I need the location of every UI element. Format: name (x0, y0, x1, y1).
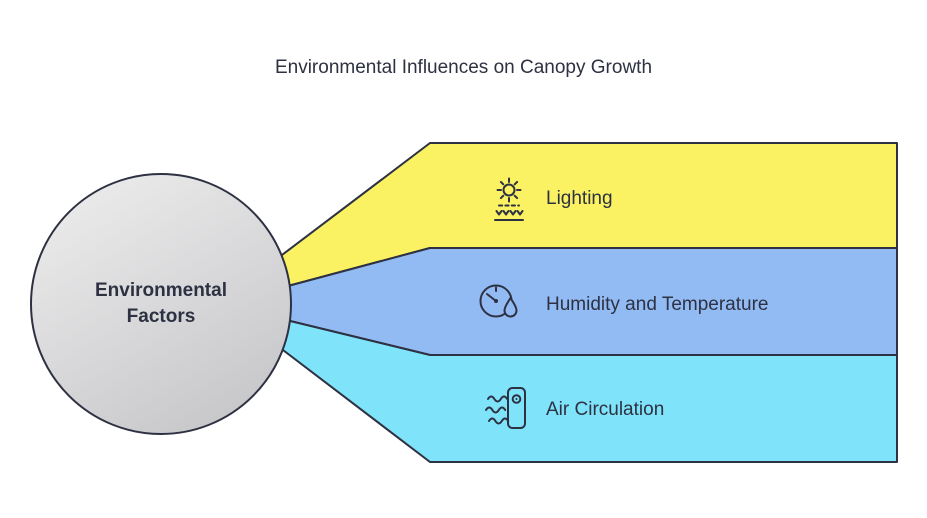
branch-lighting-label: Lighting (546, 188, 613, 209)
air-circulation-icon (485, 387, 526, 429)
grow-light-icon (494, 177, 524, 221)
central-node-label: Environmental Factors (95, 280, 227, 327)
branch-humidity-label: Humidity and Temperature (546, 294, 769, 315)
branch-air-label: Air Circulation (546, 399, 665, 420)
diagram-title: Environmental Influences on Canopy Growt… (274, 57, 653, 78)
humidity-temperature-icon (479, 284, 518, 318)
central-node (30, 173, 292, 435)
